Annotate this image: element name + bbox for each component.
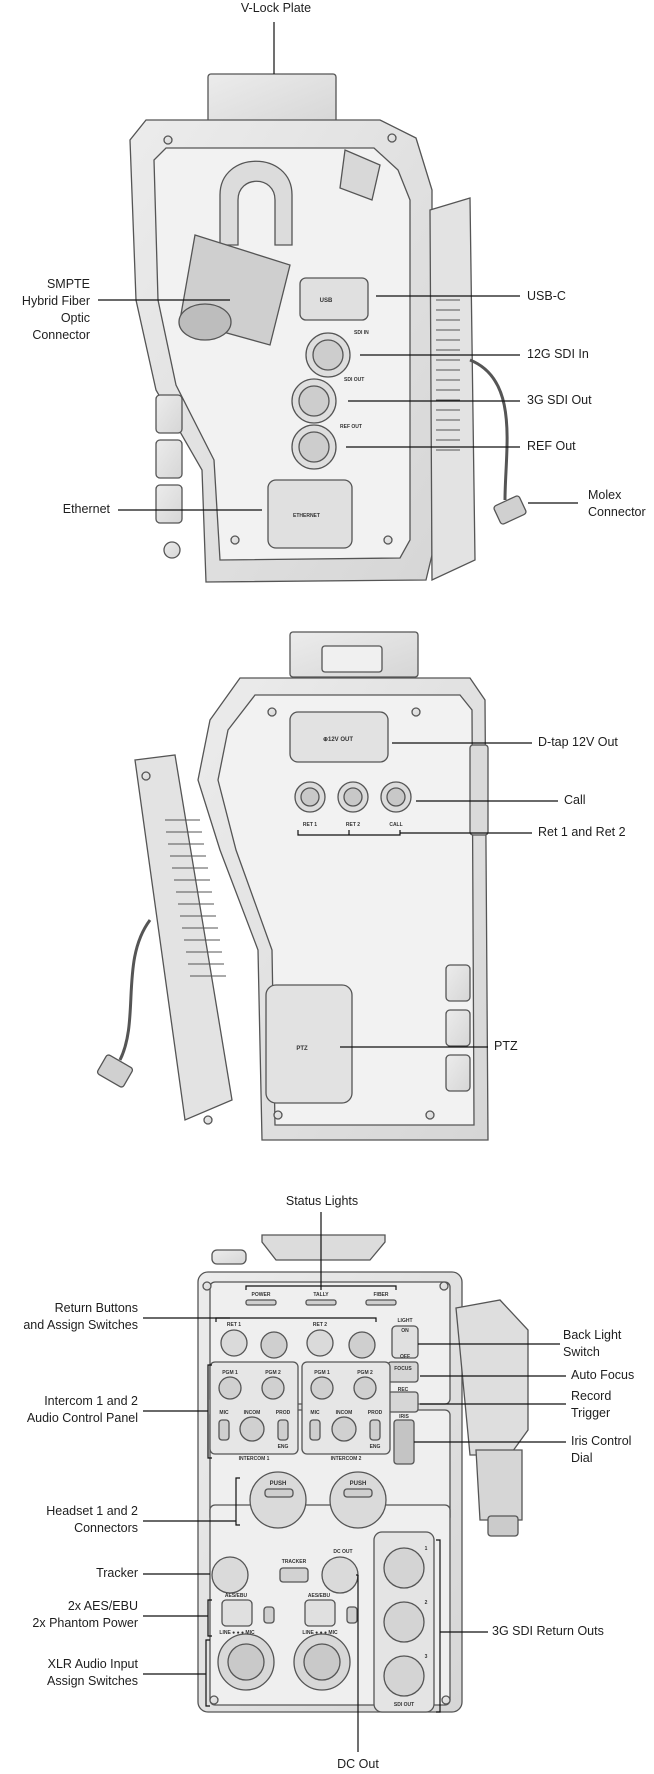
callout-aes-ebu-phantom: 2x AES/EBU 2x Phantom Power xyxy=(32,1599,138,1630)
panel-push-2: PUSH xyxy=(350,1481,367,1487)
callout-record-trigger: Record Trigger xyxy=(571,1389,612,1420)
callout-iris-control-dial: Iris Control Dial xyxy=(571,1434,632,1465)
callout-12g-sdi-in: 12G SDI In xyxy=(527,347,589,361)
panel-dc-out: DC OUT xyxy=(333,1549,352,1555)
middle-view-panel-text: ⊕12V OUT RET 1 RET 2 CALL PTZ xyxy=(296,737,402,1052)
top-view-drawing xyxy=(129,73,527,583)
callout-3g-sdi-out: 3G SDI Out xyxy=(527,393,592,407)
panel-prod-b: PROD xyxy=(368,1410,383,1416)
panel-ret2: RET 2 xyxy=(313,1322,327,1328)
callout-ret1-ret2: Ret 1 and Ret 2 xyxy=(538,825,626,839)
callout-vlock-plate: V-Lock Plate xyxy=(240,1,312,15)
panel-ret2: RET 2 xyxy=(346,822,360,828)
panel-focus: FOCUS xyxy=(394,1366,412,1372)
callout-dc-out: DC Out xyxy=(337,1757,379,1771)
panel-ret1: RET 1 xyxy=(227,1322,241,1328)
panel-iris: IRIS xyxy=(399,1414,409,1420)
callout-back-light-switch: Back Light Switch xyxy=(563,1328,622,1359)
panel-aes-ebu-1: AES/EBU xyxy=(225,1593,248,1599)
callout-intercom-panel: Intercom 1 and 2 Audio Control Panel xyxy=(26,1394,138,1425)
panel-pgm1-a: PGM 1 xyxy=(222,1370,238,1376)
panel-prod-a: PROD xyxy=(276,1410,291,1416)
top-view-panel-text: USB SDI IN SDI OUT REF OUT ETHERNET xyxy=(293,298,369,519)
bottom-view-leader-lines xyxy=(143,1212,566,1752)
panel-mic-b: MIC xyxy=(310,1410,320,1416)
panel-call: CALL xyxy=(389,822,402,828)
panel-12v-out: ⊕12V OUT xyxy=(323,737,353,743)
middle-view-drawing xyxy=(96,631,489,1141)
panel-ret1: RET 1 xyxy=(303,822,317,828)
panel-sdi-2: 2 xyxy=(425,1600,428,1606)
panel-incom-a: INCOM xyxy=(244,1410,261,1416)
callout-status-lights: Status Lights xyxy=(285,1194,359,1208)
panel-pgm2-b: PGM 2 xyxy=(357,1370,373,1376)
panel-light-off: OFF xyxy=(400,1354,410,1360)
panel-eng-a: ENG xyxy=(278,1444,289,1450)
panel-incom-b: INCOM xyxy=(336,1410,353,1416)
callout-smpte-connector: SMPTE Hybrid Fiber Optic Connector xyxy=(21,277,90,342)
callout-dtap-12v-out: D-tap 12V Out xyxy=(538,735,618,749)
callout-ptz: PTZ xyxy=(494,1039,518,1053)
callout-return-buttons: Return Buttons and Assign Switches xyxy=(23,1301,138,1332)
panel-intercom-2: INTERCOM 2 xyxy=(331,1456,362,1462)
panel-sdi-in: SDI IN xyxy=(354,330,369,336)
panel-pgm2-a: PGM 2 xyxy=(265,1370,281,1376)
panel-eng-b: ENG xyxy=(370,1444,381,1450)
callout-headset-connectors: Headset 1 and 2 Connectors xyxy=(46,1504,138,1535)
panel-ptz: PTZ xyxy=(296,1046,308,1052)
panel-line-mic-1: LINE ● ● ● MIC xyxy=(219,1630,255,1636)
panel-aes-ebu-2: AES/EBU xyxy=(308,1593,331,1599)
panel-fiber: FIBER xyxy=(374,1292,389,1298)
panel-ref-out: REF OUT xyxy=(340,424,362,430)
panel-light-on: ON xyxy=(401,1328,409,1334)
panel-push-1: PUSH xyxy=(270,1481,287,1487)
panel-sdi-out: SDI OUT xyxy=(344,377,364,383)
panel-intercom-1: INTERCOM 1 xyxy=(239,1456,270,1462)
callout-3g-sdi-return-outs: 3G SDI Return Outs xyxy=(492,1624,604,1638)
panel-ethernet: ETHERNET xyxy=(293,513,320,519)
bottom-view-panel-text: POWER TALLY FIBER RET 1 RET 2 LIGHT ON O… xyxy=(219,1292,427,1708)
panel-line-mic-2: LINE ● ● ● MIC xyxy=(302,1630,338,1636)
callout-molex-connector: Molex Connector xyxy=(588,488,646,519)
panel-tally: TALLY xyxy=(313,1292,329,1298)
callout-ref-out: REF Out xyxy=(527,439,576,453)
callout-xlr-assign: XLR Audio Input Assign Switches xyxy=(46,1657,138,1688)
panel-rec: REC xyxy=(398,1387,409,1393)
panel-sdi-1: 1 xyxy=(425,1546,428,1552)
panel-mic-a: MIC xyxy=(219,1410,229,1416)
panel-sdi-out: SDI OUT xyxy=(394,1702,414,1708)
panel-sdi-3: 3 xyxy=(425,1654,428,1660)
callout-usb-c: USB-C xyxy=(527,289,566,303)
panel-tracker: TRACKER xyxy=(282,1559,307,1565)
panel-power: POWER xyxy=(252,1292,271,1298)
panel-pgm1-b: PGM 1 xyxy=(314,1370,330,1376)
callout-call: Call xyxy=(564,793,586,807)
callout-tracker: Tracker xyxy=(96,1566,138,1580)
callout-ethernet: Ethernet xyxy=(62,502,110,516)
panel-usb: USB xyxy=(320,298,333,304)
middle-view-leader-lines xyxy=(297,742,558,1048)
panel-light: LIGHT xyxy=(398,1318,413,1324)
bottom-view-drawing xyxy=(197,1234,529,1713)
top-view-leader-lines xyxy=(98,22,578,511)
callout-auto-focus: Auto Focus xyxy=(571,1368,635,1382)
